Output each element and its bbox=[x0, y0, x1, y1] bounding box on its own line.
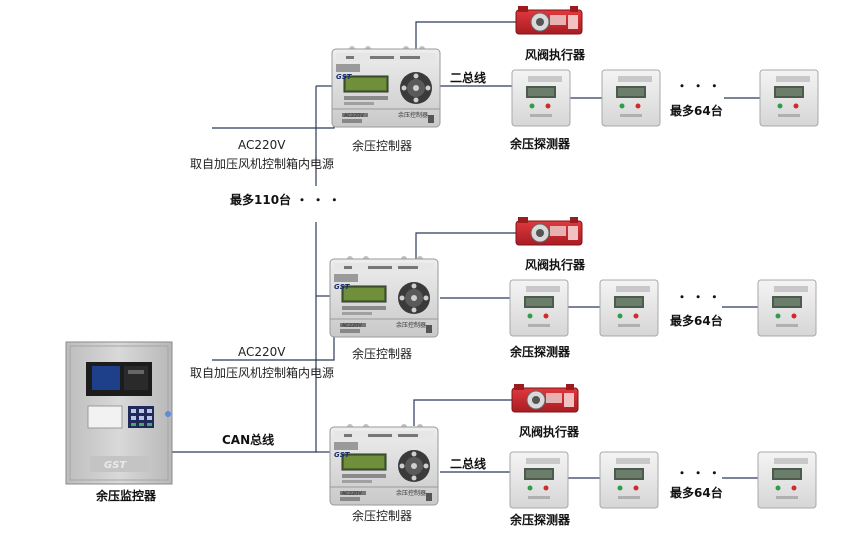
monitor-label: 余压监控器 bbox=[95, 488, 157, 503]
detector-3c bbox=[757, 451, 817, 509]
damper-actuator-label-1: 风阀执行器 bbox=[525, 47, 586, 62]
controller-panel-label-3: 余压控制器 bbox=[396, 489, 426, 497]
wire-actuator-2 bbox=[415, 232, 516, 266]
damper-actuator-2 bbox=[515, 216, 583, 246]
controller-panel-label-2: 余压控制器 bbox=[396, 321, 426, 329]
wire-layer bbox=[172, 21, 760, 479]
ellipsis-detectors-3: ・ ・ ・ bbox=[676, 466, 720, 480]
detector-2c bbox=[757, 279, 817, 337]
damper-actuator-3 bbox=[511, 383, 579, 413]
ellipsis-detectors-2: ・ ・ ・ bbox=[676, 290, 720, 304]
detector-2b bbox=[599, 279, 659, 337]
ellipsis-controllers: ・ ・ ・ bbox=[296, 193, 340, 207]
two-bus-label-1: 二总线 bbox=[450, 70, 486, 85]
detector-label-1: 余压探测器 bbox=[509, 136, 571, 151]
max-detectors-label-2: 最多64台 bbox=[670, 313, 723, 328]
controller-voltage-label-1: AC220V bbox=[344, 113, 364, 119]
monitor-brand-logo: GST bbox=[104, 460, 127, 471]
detector-label-2: 余压探测器 bbox=[509, 344, 571, 359]
ac-power-label-1: AC220V bbox=[238, 138, 286, 152]
wire-actuator-1 bbox=[415, 21, 516, 50]
damper-actuator-1 bbox=[515, 5, 583, 35]
damper-actuator-label-2: 风阀执行器 bbox=[525, 257, 586, 272]
two-bus-label-3: 二总线 bbox=[450, 456, 486, 471]
power-source-label-2: 取自加压风机控制箱内电源 bbox=[190, 365, 334, 380]
controller-label-3: 余压控制器 bbox=[352, 508, 412, 523]
detector-2a bbox=[509, 279, 569, 337]
max-controllers-label: 最多110台 bbox=[230, 192, 291, 207]
detector-1b bbox=[601, 69, 661, 127]
detector-1c bbox=[759, 69, 819, 127]
controller-panel-label-1: 余压控制器 bbox=[398, 111, 428, 119]
controller-label-1: 余压控制器 bbox=[352, 138, 412, 153]
max-detectors-label-3: 最多64台 bbox=[670, 485, 723, 500]
controller-brand-logo-2: GST bbox=[334, 283, 351, 291]
wire-ac-power-2 bbox=[212, 330, 335, 361]
damper-actuator-label-3: 风阀执行器 bbox=[519, 424, 580, 439]
power-source-label-1: 取自加压风机控制箱内电源 bbox=[190, 156, 334, 171]
ac-power-label-2: AC220V bbox=[238, 345, 286, 359]
monitor-cabinet: GST bbox=[65, 341, 173, 485]
controller-label-2: 余压控制器 bbox=[352, 346, 412, 361]
controller-brand-logo-3: GST bbox=[334, 451, 351, 459]
wire-actuator-3 bbox=[413, 399, 512, 426]
controller-brand-logo-1: GST bbox=[336, 73, 353, 81]
max-detectors-label-1: 最多64台 bbox=[670, 103, 723, 118]
detector-label-3: 余压探测器 bbox=[509, 512, 571, 527]
detector-3a bbox=[509, 451, 569, 509]
ellipsis-detectors-1: ・ ・ ・ bbox=[676, 79, 720, 93]
detector-3b bbox=[599, 451, 659, 509]
detector-1a bbox=[511, 69, 571, 127]
can-bus-label: CAN总线 bbox=[222, 432, 274, 447]
controller-voltage-label-3: AC220V bbox=[342, 491, 362, 497]
controller-voltage-label-2: AC220V bbox=[342, 323, 362, 329]
